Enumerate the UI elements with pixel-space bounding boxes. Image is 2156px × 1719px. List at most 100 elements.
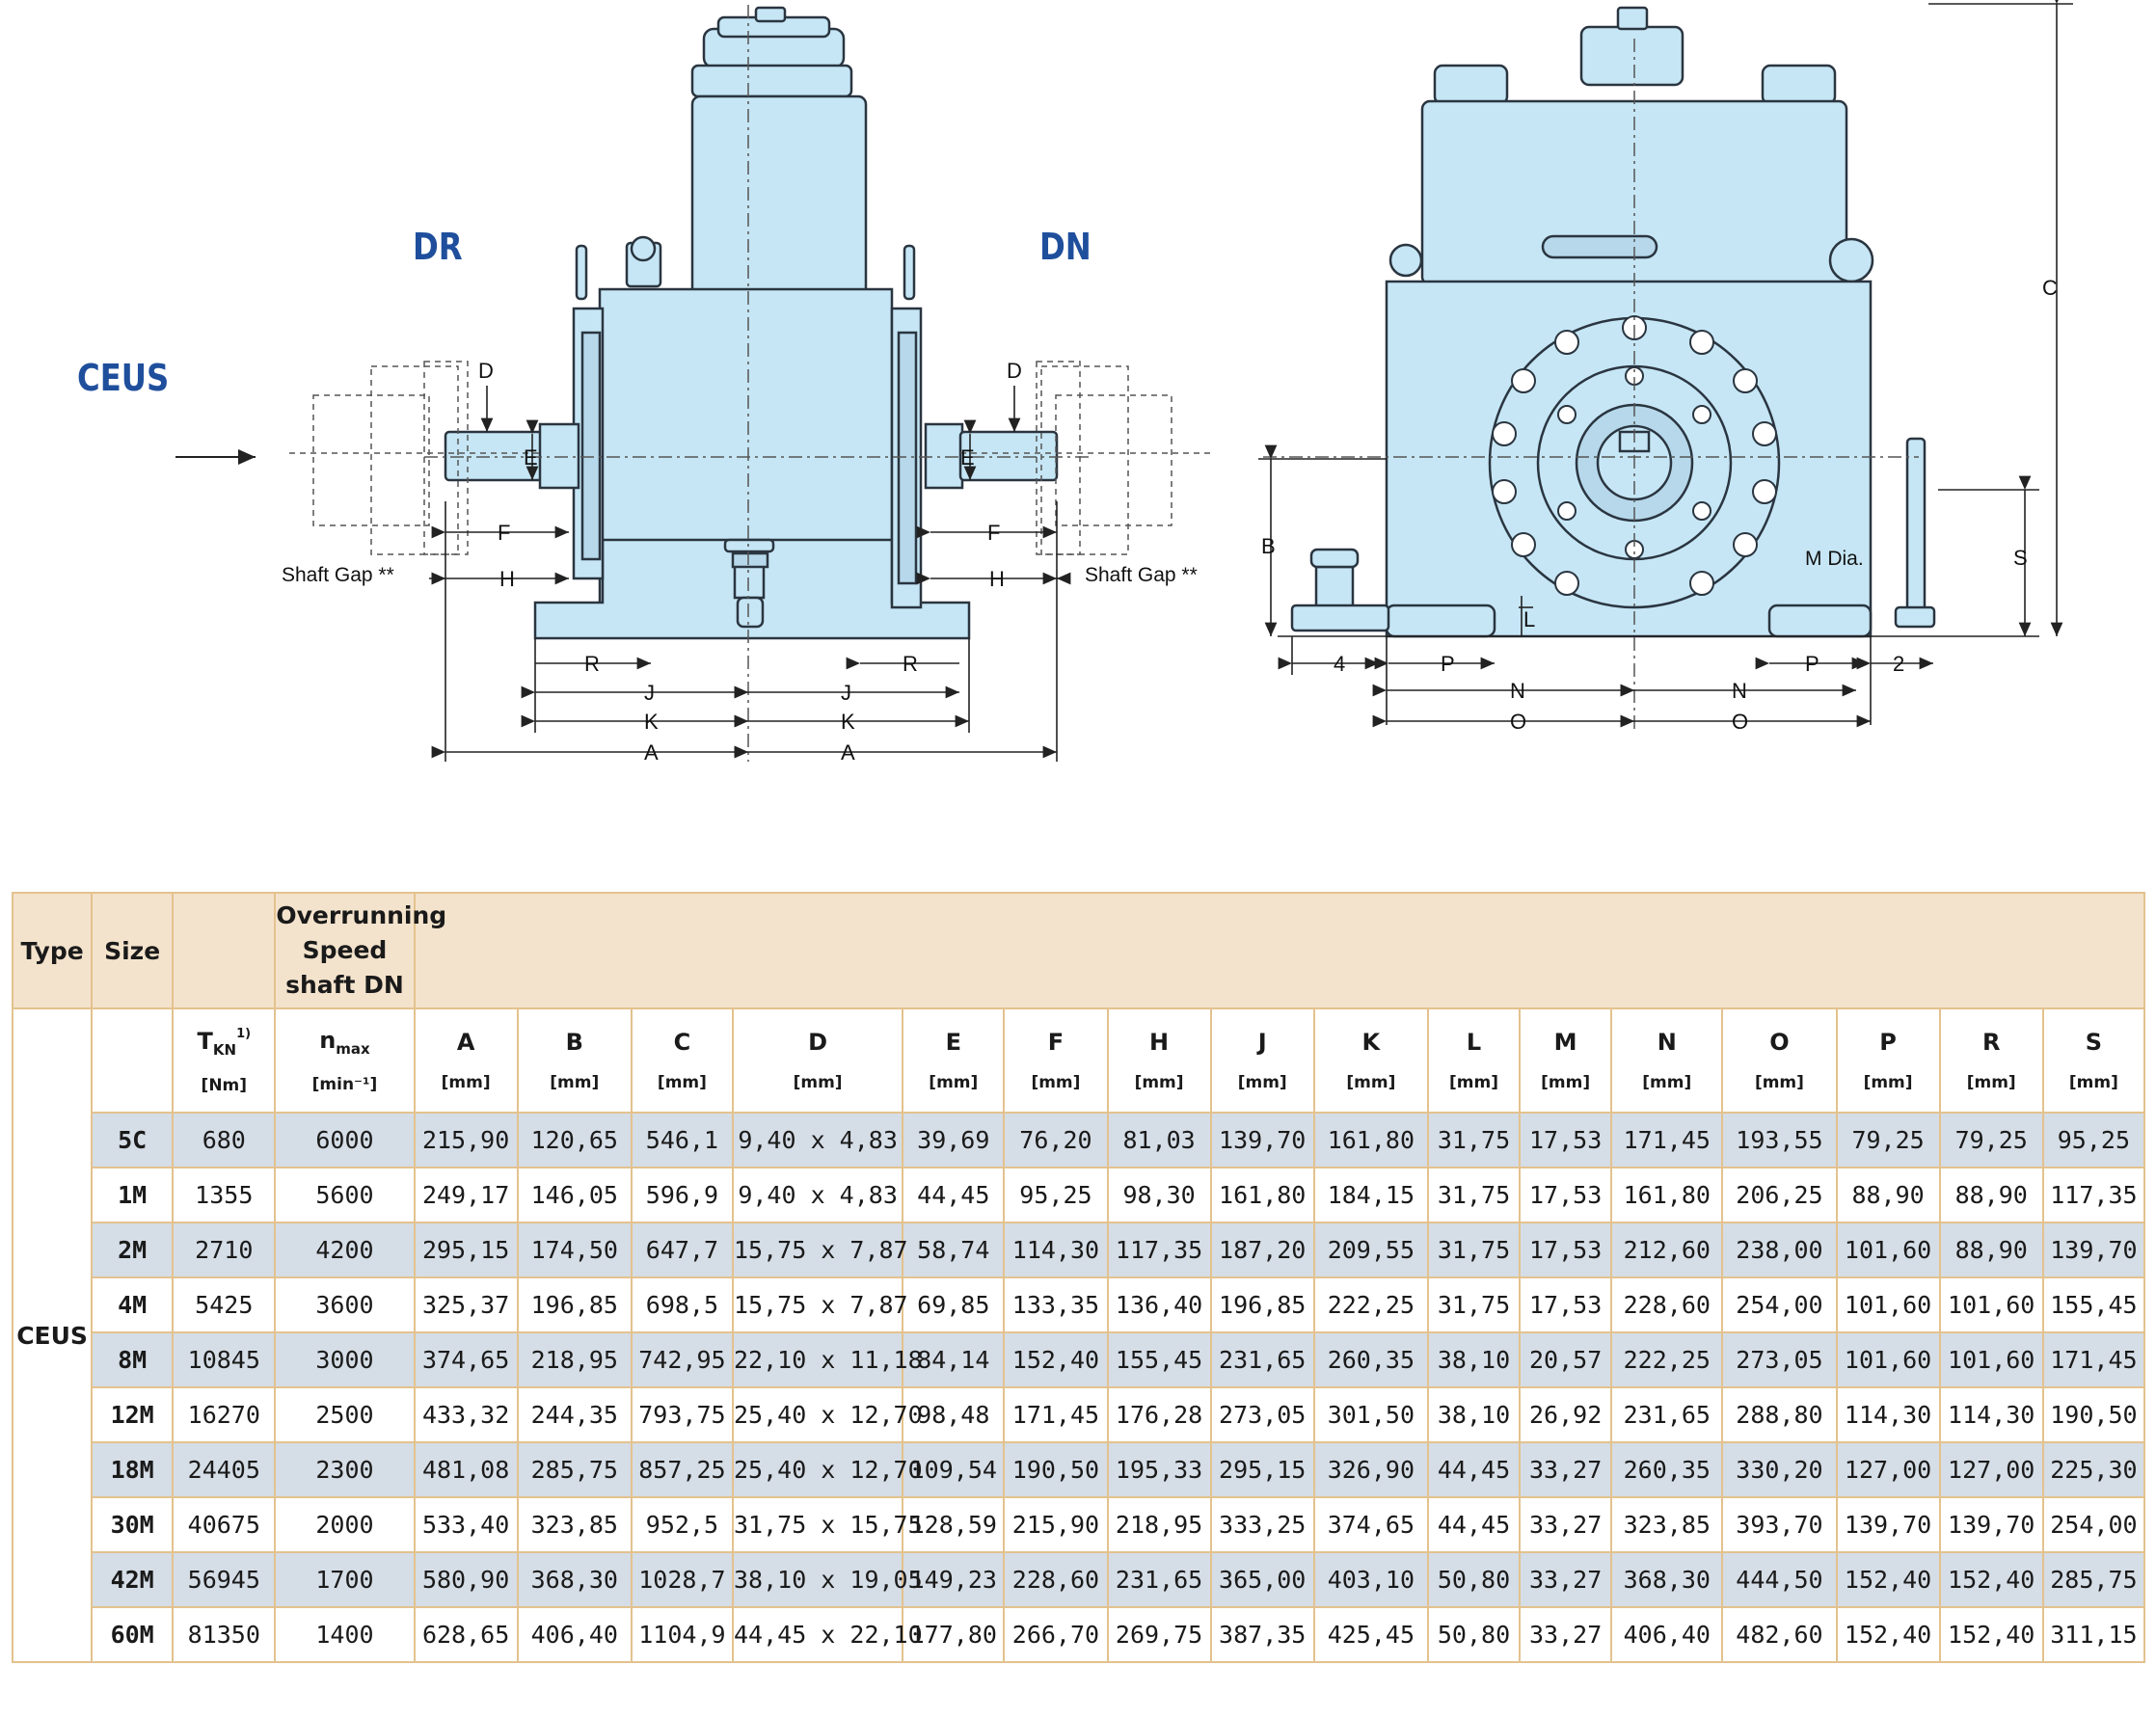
value-cell-k: 326,90 [1312, 1441, 1429, 1498]
size-cell: 42M [91, 1551, 175, 1608]
value-cell-s: 155,45 [2041, 1276, 2146, 1333]
value-cell-e: 109,54 [902, 1441, 1006, 1498]
dim-d-right: D [1007, 359, 1022, 383]
value-cell-l: 44,45 [1426, 1496, 1522, 1553]
value-cell-l: 31,75 [1426, 1276, 1522, 1333]
value-cell-d: 31,75 x 15,75 [731, 1496, 923, 1553]
value-cell-o: 254,00 [1721, 1276, 1838, 1333]
value-cell-n: 228,60 [1610, 1276, 1724, 1333]
value-cell-p: 152,40 [1835, 1606, 1941, 1663]
value-cell-l: 31,75 [1426, 1167, 1522, 1223]
column-unit: [mm] [1642, 1073, 1692, 1092]
header-spacer [413, 892, 2146, 1009]
column-header-n: N [mm] [1610, 1007, 1724, 1114]
column-header-k: K[mm] [1312, 1007, 1429, 1114]
column-header-l: L[mm] [1426, 1007, 1522, 1114]
tkn-cell: 2710 [172, 1222, 277, 1278]
column-header-b: B[mm] [516, 1007, 633, 1114]
value-cell-l: 38,10 [1426, 1331, 1522, 1388]
value-cell-d: 15,75 x 7,87 [731, 1276, 908, 1333]
value-cell-j: 333,25 [1209, 1496, 1315, 1553]
nmax-cell: 3600 [274, 1276, 416, 1333]
column-unit: [mm] [793, 1073, 843, 1092]
value-cell-s: 139,70 [2041, 1222, 2146, 1278]
dimension-table: Type Size Overrunning Speed shaft DN CEU… [11, 892, 2146, 1663]
column-header-s: S[mm] [2041, 1007, 2146, 1114]
dim-j-left: J [644, 681, 655, 705]
front-dimension-lines [1258, 0, 2073, 728]
header-empty [172, 892, 277, 1009]
value-cell-r: 88,90 [1938, 1167, 2044, 1223]
shaft-gap-right: Shaft Gap ** [1085, 564, 1198, 586]
value-cell-j: 295,15 [1209, 1441, 1315, 1498]
value-cell-h: 176,28 [1106, 1386, 1212, 1443]
column-symbol: N [1657, 1029, 1677, 1056]
value-cell-f: 114,30 [1003, 1222, 1109, 1278]
column-unit: [mm] [2068, 1073, 2118, 1092]
value-cell-j: 273,05 [1209, 1386, 1315, 1443]
value-cell-k: 209,55 [1312, 1222, 1429, 1278]
value-cell-r: 139,70 [1938, 1496, 2044, 1553]
dim-r-left: R [584, 652, 600, 676]
dim-e-right: E [960, 445, 975, 470]
value-cell-h: 117,35 [1106, 1222, 1212, 1278]
value-cell-f: 190,50 [1003, 1441, 1109, 1498]
value-cell-s: 254,00 [2041, 1496, 2146, 1553]
column-header-j: J[mm] [1209, 1007, 1315, 1114]
subheader-nmax: nmax [min⁻¹] [274, 1007, 416, 1114]
value-cell-l: 31,75 [1426, 1222, 1522, 1278]
dim-p-right: P [1805, 652, 1819, 676]
tkn-cell: 1355 [172, 1167, 277, 1223]
nmax-unit: [min⁻¹] [311, 1075, 378, 1094]
dim-f-left: F [498, 521, 511, 545]
nmax-cell: 5600 [274, 1167, 416, 1223]
value-cell-c: 647,7 [630, 1222, 734, 1278]
value-cell-h: 231,65 [1106, 1551, 1212, 1608]
drawing-svg [175, 0, 2073, 762]
column-symbol: K [1361, 1029, 1381, 1056]
column-symbol: D [808, 1029, 828, 1056]
value-cell-a: 533,40 [413, 1496, 519, 1553]
dim-4: 4 [1334, 652, 1346, 676]
value-cell-m: 17,53 [1519, 1222, 1613, 1278]
value-cell-o: 330,20 [1721, 1441, 1838, 1498]
value-cell-b: 406,40 [516, 1606, 633, 1663]
tkn-cell: 24405 [172, 1441, 277, 1498]
column-symbol: H [1149, 1029, 1170, 1056]
value-cell-m: 17,53 [1519, 1167, 1613, 1223]
value-cell-s: 225,30 [2041, 1441, 2146, 1498]
column-unit: [mm] [1134, 1073, 1184, 1092]
dim-c: C [2042, 276, 2058, 300]
value-cell-n: 212,60 [1610, 1222, 1724, 1278]
column-symbol: J [1257, 1029, 1267, 1056]
dim-j-right: J [841, 681, 851, 705]
coupling-outline-right [960, 361, 1215, 555]
value-cell-r: 114,30 [1938, 1386, 2044, 1443]
dn-label: DN [1039, 226, 1091, 268]
value-cell-o: 193,55 [1721, 1112, 1838, 1168]
column-header-f: F[mm] [1003, 1007, 1109, 1114]
value-cell-o: 273,05 [1721, 1331, 1838, 1388]
value-cell-j: 231,65 [1209, 1331, 1315, 1388]
size-cell: 30M [91, 1496, 175, 1553]
value-cell-r: 127,00 [1938, 1441, 2044, 1498]
value-cell-p: 114,30 [1835, 1386, 1941, 1443]
value-cell-m: 33,27 [1519, 1551, 1613, 1608]
value-cell-l: 38,10 [1426, 1386, 1522, 1443]
value-cell-b: 174,50 [516, 1222, 633, 1278]
value-cell-j: 365,00 [1209, 1551, 1315, 1608]
centerlines-front [1263, 39, 1919, 733]
size-cell: 60M [91, 1606, 175, 1663]
value-cell-a: 215,90 [413, 1112, 519, 1168]
m-dia-label: M Dia. [1805, 548, 1864, 570]
value-cell-c: 546,1 [630, 1112, 734, 1168]
value-cell-f: 152,40 [1003, 1331, 1109, 1388]
value-cell-c: 698,5 [630, 1276, 734, 1333]
column-symbol: M [1553, 1029, 1577, 1056]
column-unit: [mm] [1754, 1073, 1804, 1092]
value-cell-j: 139,70 [1209, 1112, 1315, 1168]
